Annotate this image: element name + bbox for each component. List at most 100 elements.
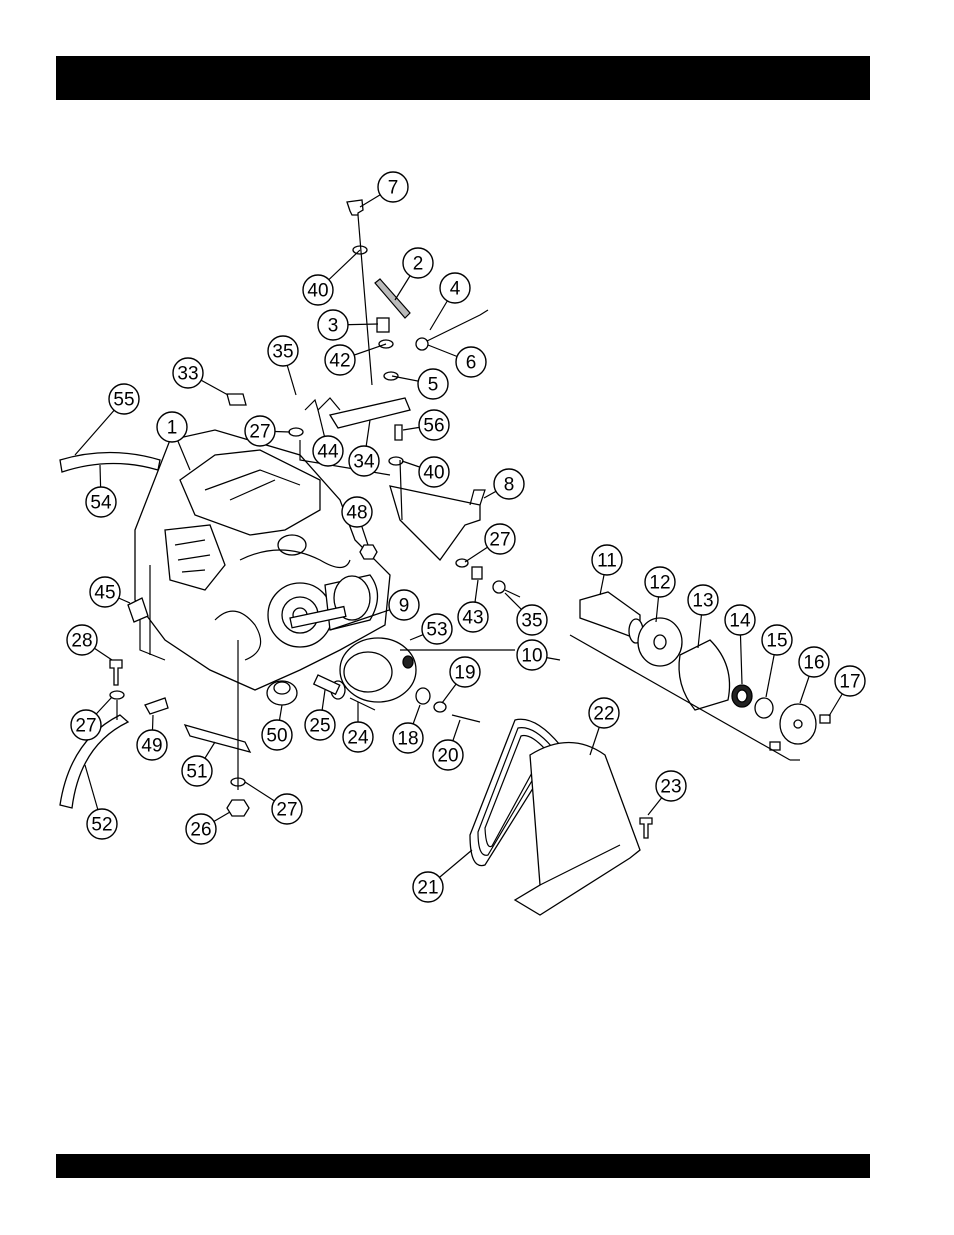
callout-label: 27	[276, 800, 297, 821]
callout-4: 4	[430, 273, 470, 330]
callout-27: 27	[245, 416, 290, 446]
callout-label: 33	[177, 364, 198, 385]
callout-label: 7	[388, 178, 399, 199]
callout-label: 25	[309, 716, 330, 737]
callout-55: 55	[75, 384, 139, 455]
callout-label: 26	[190, 820, 211, 841]
callout-51: 51	[182, 742, 215, 786]
callout-25: 25	[305, 690, 335, 740]
callout-label: 34	[353, 452, 375, 473]
callout-5: 5	[392, 369, 448, 399]
callout-label: 1	[167, 418, 178, 439]
callout-35: 35	[505, 593, 547, 635]
callout-label: 14	[729, 611, 751, 632]
callout-8: 8	[484, 469, 524, 499]
engine-cap	[278, 535, 306, 555]
callout-50: 50	[262, 705, 292, 750]
callout-label: 15	[766, 631, 787, 652]
bolt-28	[110, 660, 122, 685]
callout-label: 42	[329, 351, 350, 372]
parts-drawing	[60, 200, 830, 915]
callout-15: 15	[762, 625, 792, 697]
hose-top	[60, 453, 160, 473]
throttle-spring	[305, 398, 340, 410]
callout-label: 19	[454, 663, 475, 684]
callout-2: 2	[395, 248, 433, 300]
callout-label: 16	[803, 653, 824, 674]
bolt-top	[347, 200, 363, 215]
callout-label: 43	[462, 608, 483, 629]
callout-label: 17	[839, 672, 860, 693]
callout-label: 2	[413, 254, 424, 275]
callout-42: 42	[325, 344, 386, 375]
callout-label: 50	[266, 726, 287, 747]
callout-52: 52	[85, 765, 117, 839]
bolt-23	[640, 818, 652, 838]
callout-label: 20	[437, 746, 458, 767]
callout-label: 18	[397, 729, 418, 750]
callout-label: 3	[328, 316, 339, 337]
plate-51	[185, 725, 250, 752]
callout-11: 11	[592, 545, 622, 595]
callout-label: 35	[272, 342, 293, 363]
pin-25	[314, 675, 340, 694]
callout-23: 23	[648, 771, 686, 815]
callout-18: 18	[393, 705, 423, 753]
small-block	[227, 394, 246, 405]
callout-17: 17	[829, 666, 865, 716]
callout-22: 22	[589, 698, 619, 755]
callout-label: 28	[71, 631, 92, 652]
callout-label: 45	[94, 583, 115, 604]
callout-label: 8	[504, 475, 515, 496]
nut-26	[227, 800, 249, 816]
callout-label: 40	[307, 281, 328, 302]
callout-20: 20	[433, 720, 463, 770]
nut-48	[360, 545, 377, 559]
callout-33: 33	[173, 358, 228, 395]
callout-24: 24	[343, 702, 373, 752]
callout-label: 55	[113, 390, 134, 411]
callout-label: 54	[90, 493, 112, 514]
callout-label: 10	[521, 646, 542, 667]
callout-label: 13	[692, 591, 713, 612]
mounting-bracket	[390, 486, 480, 560]
callout-43: 43	[458, 580, 488, 632]
callout-12: 12	[645, 567, 675, 622]
callout-label: 48	[346, 503, 367, 524]
callout-label: 6	[466, 353, 477, 374]
callout-label: 5	[428, 375, 439, 396]
callout-26: 26	[186, 812, 230, 844]
callout-label: 53	[426, 620, 447, 641]
screw-56	[395, 425, 402, 440]
callout-label: 21	[417, 878, 438, 899]
callout-3: 3	[318, 310, 378, 340]
callout-40: 40	[402, 457, 449, 487]
callout-10: 10	[517, 640, 560, 670]
callout-label: 49	[141, 736, 162, 757]
callout-27: 27	[465, 524, 515, 562]
fitting-49	[145, 698, 168, 714]
callout-label: 11	[597, 551, 617, 572]
callout-54: 54	[86, 465, 116, 517]
callout-40: 40	[303, 250, 360, 305]
callout-label: 27	[489, 530, 510, 551]
callout-label: 12	[649, 573, 670, 594]
callout-label: 4	[450, 279, 461, 300]
callout-21: 21	[413, 850, 472, 902]
callout-27: 27	[245, 782, 302, 824]
callout-14: 14	[725, 605, 755, 684]
seal-ring	[755, 698, 773, 718]
callout-56: 56	[403, 410, 449, 440]
belt-guard	[515, 743, 640, 916]
callout-34: 34	[349, 420, 379, 476]
callout-label: 27	[249, 422, 270, 443]
callout-35: 35	[268, 336, 298, 395]
callout-28: 28	[67, 625, 112, 660]
callout-19: 19	[442, 657, 480, 703]
callout-label: 52	[91, 815, 112, 836]
callout-13: 13	[688, 585, 718, 648]
callout-label: 44	[317, 442, 339, 463]
callout-label: 22	[593, 704, 614, 725]
drum-sleeve	[679, 640, 730, 710]
